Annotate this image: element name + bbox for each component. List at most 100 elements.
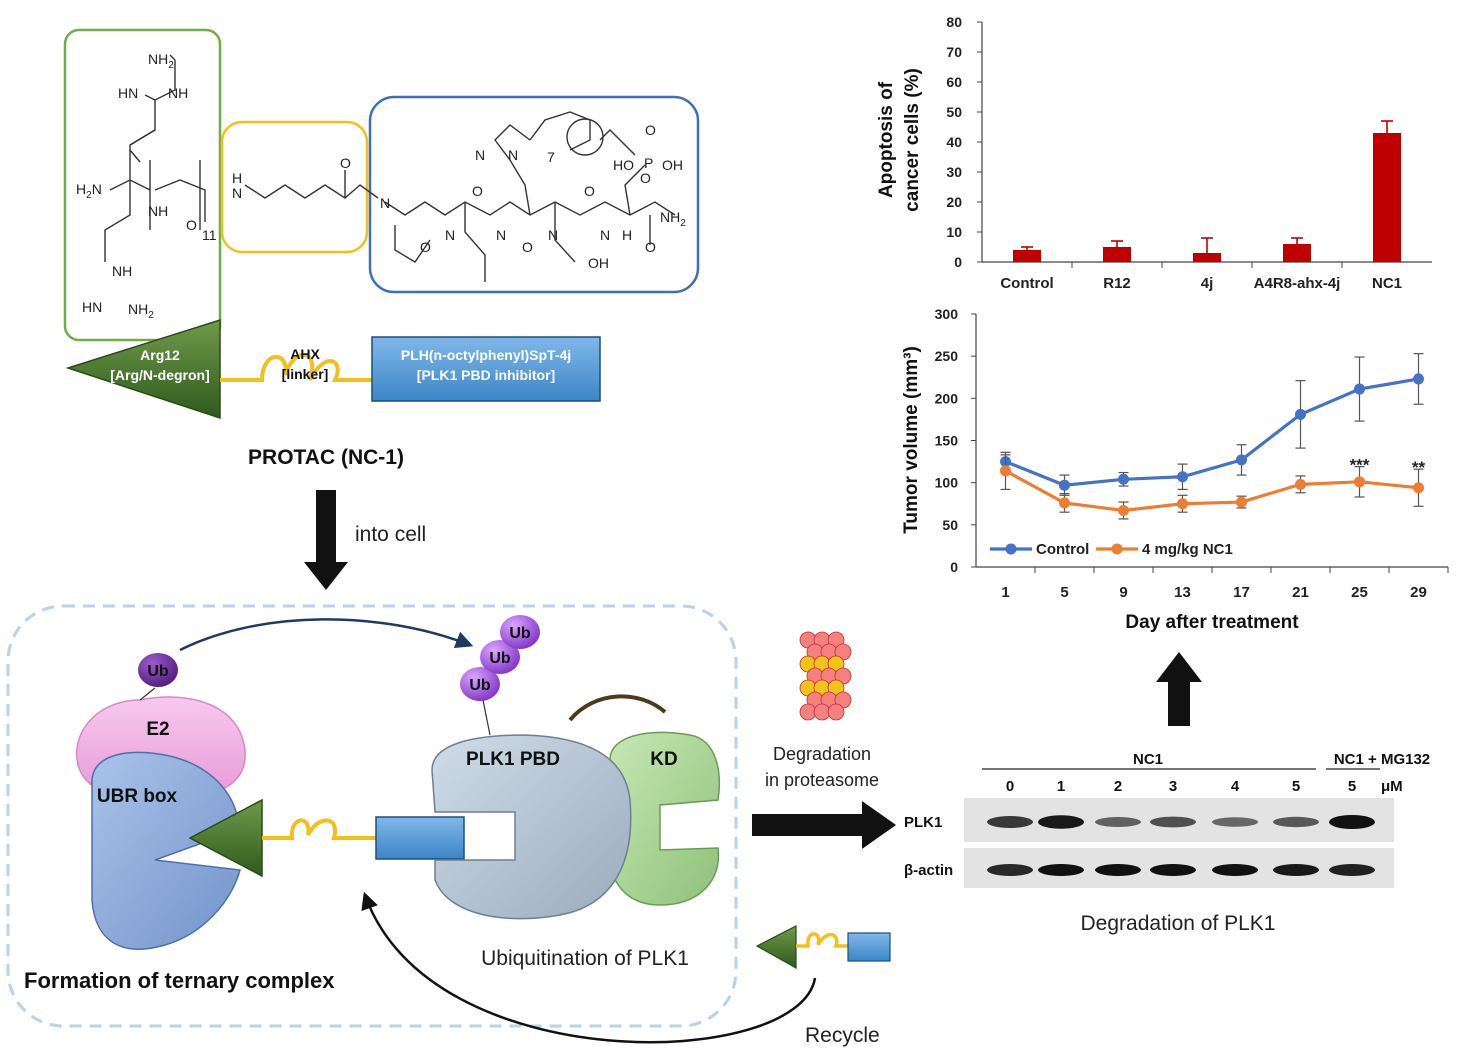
y-tick-label: 20 <box>946 194 962 210</box>
proteasome-subunit <box>813 703 831 721</box>
svg-text:O: O <box>640 170 651 186</box>
data-point <box>1413 373 1424 385</box>
ubr-box-label: UBR box <box>97 786 178 807</box>
svg-text:O: O <box>186 217 197 233</box>
interdomain-linker <box>568 694 667 722</box>
data-point <box>1059 497 1070 509</box>
into-cell-label: into cell <box>355 523 426 546</box>
y-tick-label: 100 <box>935 475 959 491</box>
svg-text:NH2: NH2 <box>660 209 686 229</box>
significance-annotation: *** <box>1350 456 1370 475</box>
data-point <box>1295 478 1306 490</box>
svg-text:OH: OH <box>662 157 683 173</box>
linker-bound <box>262 818 376 840</box>
ub-label: Ub <box>509 625 531 642</box>
data-point <box>1354 476 1365 488</box>
plk1-pbd-shape <box>431 734 632 920</box>
recycle-label: Recycle <box>805 1024 880 1047</box>
significance-annotation: ** <box>1412 458 1426 477</box>
proteasome-subunit <box>799 703 817 721</box>
bar <box>1193 253 1221 262</box>
ubr-box-shape <box>91 751 241 950</box>
svg-text:HN: HN <box>118 85 138 101</box>
into-cell-arrow <box>304 490 348 590</box>
blot-band <box>1150 816 1196 828</box>
inhibitor-bound <box>375 816 465 860</box>
svg-text:N: N <box>232 185 242 201</box>
row-label: PLK1 <box>904 814 942 831</box>
up-arrow <box>1156 652 1202 726</box>
x-tick-label: 4j <box>1201 275 1214 292</box>
svg-text:H: H <box>232 170 242 186</box>
legend-label: 4 mg/kg NC1 <box>1142 541 1233 558</box>
x-tick-label: 25 <box>1351 584 1368 601</box>
data-point <box>1413 482 1424 494</box>
ub-chain-3 <box>500 615 540 649</box>
data-point <box>1177 498 1188 510</box>
degradation-arrow <box>752 801 896 849</box>
y-tick-label: 40 <box>946 134 962 150</box>
protac-chemical-structure: NH2 HN NH H2N NH O 11 NH HN NH2 H N O N … <box>63 28 700 342</box>
bar <box>1013 250 1041 262</box>
svg-text:O: O <box>645 239 656 255</box>
x-tick-label: 21 <box>1292 584 1309 601</box>
blot-band <box>1095 817 1141 827</box>
lane-label: 3 <box>1169 778 1177 795</box>
data-point <box>1118 504 1129 516</box>
lane-label: 0 <box>1006 778 1014 795</box>
y-tick-label: 70 <box>946 44 962 60</box>
proteasome-icon <box>799 631 852 721</box>
ternary-caption: Formation of ternary complex <box>24 968 335 993</box>
recycled-protac <box>755 925 891 970</box>
blot-band <box>1212 864 1258 876</box>
svg-text:HN: HN <box>82 299 102 315</box>
proteasome-subunit <box>827 703 845 721</box>
x-tick-label: 17 <box>1233 584 1250 601</box>
y-tick-label: 0 <box>950 559 958 575</box>
legend-marker <box>1005 543 1017 555</box>
svg-text:N: N <box>380 195 390 211</box>
blot-band <box>1273 816 1319 828</box>
blot-band <box>1329 864 1375 876</box>
x-tick-label: 29 <box>1410 584 1427 601</box>
y-tick-label: 150 <box>935 433 959 449</box>
svg-text:P: P <box>644 155 653 171</box>
ternary-complex: E2 Ub UBR box <box>75 653 465 950</box>
e2-label: E2 <box>146 719 169 740</box>
svg-text:H2N: H2N <box>76 181 102 201</box>
svg-text:N: N <box>445 227 455 243</box>
data-point <box>1118 473 1129 485</box>
y-tick-label: 60 <box>946 74 962 90</box>
x-tick-label: NC1 <box>1372 275 1402 292</box>
y-tick-label: 10 <box>946 224 962 240</box>
y-tick-label: 80 <box>946 14 962 30</box>
y-tick-label: 50 <box>946 104 962 120</box>
svg-text:11: 11 <box>202 227 217 243</box>
arg-region-box <box>63 28 222 342</box>
arg12-triangle <box>65 318 221 420</box>
y-tick-label: 250 <box>935 348 959 364</box>
blot-band <box>1329 815 1375 829</box>
group-label-nc1: NC1 <box>1133 751 1163 768</box>
blot-band <box>1212 817 1258 827</box>
y-tick-label: 50 <box>942 517 958 533</box>
data-point <box>1059 479 1070 491</box>
blot-band <box>1150 864 1196 876</box>
x-tick-label: 13 <box>1174 584 1191 601</box>
row-label: β-actin <box>904 862 953 879</box>
ub-transfer-arrow <box>179 618 474 652</box>
series-line <box>1004 377 1419 487</box>
blot-band <box>987 816 1033 828</box>
data-point <box>1295 408 1306 420</box>
kd-shape <box>609 731 721 906</box>
data-point <box>1000 465 1011 477</box>
protac-title: PROTAC (NC-1) <box>248 446 404 469</box>
x-tick-label: 1 <box>1001 584 1009 601</box>
svg-text:N: N <box>475 147 485 163</box>
svg-text:HO: HO <box>613 157 634 173</box>
ubiquitination-caption: Ubiquitination of PLK1 <box>481 947 689 970</box>
kd-label: KD <box>650 749 677 770</box>
